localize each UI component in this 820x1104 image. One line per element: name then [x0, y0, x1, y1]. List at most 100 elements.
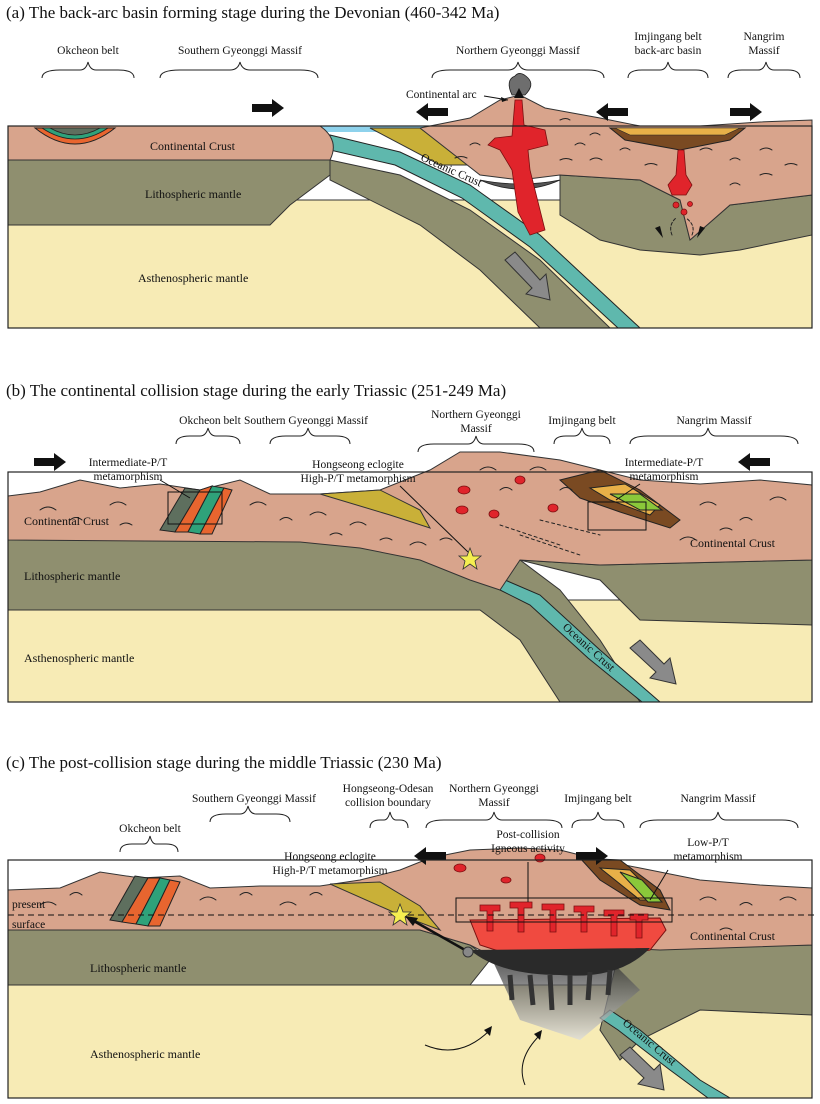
arc-magma [487, 99, 549, 236]
panel-c-title: (c) The post-collision stage during the … [6, 753, 441, 772]
eclogite-star [457, 546, 483, 570]
label-intermediate-left-2: metamorphism [94, 471, 163, 483]
divergence-arrow [697, 226, 705, 238]
label-intermediate-right-2: metamorphism [630, 471, 699, 483]
exhumation-arrowhead [405, 916, 418, 926]
magma-pocket [534, 853, 546, 863]
leader-line [615, 483, 641, 501]
plate-arrow-right [34, 453, 66, 471]
label-hongseong-1: Hongseong eclogite [312, 459, 404, 471]
label-intermediate-left-1: Intermediate-P/T [89, 457, 168, 469]
magma-pocket [455, 505, 469, 515]
melt-feeders [507, 969, 613, 1011]
label-southern: Southern Gyeonggi Massif [192, 793, 316, 805]
back-arc-sediment [614, 127, 741, 136]
subduction-arrow [504, 251, 551, 301]
plate-arrow-left [416, 103, 448, 121]
subduction-arrow [619, 1046, 665, 1091]
region-braces [119, 805, 799, 853]
underplate [470, 948, 650, 976]
hongseong-wedge [319, 489, 432, 529]
exhumation-source [462, 946, 474, 958]
label-hongseong-odesan-2: collision boundary [345, 797, 431, 809]
magma-pocket [453, 863, 467, 873]
label-northern-2: Massif [478, 797, 509, 809]
leader-line [649, 869, 669, 901]
crust-fabric [454, 118, 798, 186]
label-continental-crust: Continental Crust [150, 139, 236, 153]
plate-arrow-right [252, 99, 284, 117]
label-continental-crust: Continental Crust [690, 929, 776, 943]
label-continental-crust-right: Continental Crust [690, 536, 776, 550]
leader-line [399, 485, 469, 553]
inset-box [587, 501, 647, 531]
panel-b-title: (b) The continental collision stage duri… [6, 381, 506, 400]
magma-drop [687, 201, 693, 207]
mantle-flow-arrow [424, 1029, 491, 1051]
plate-arrow-left [596, 103, 628, 121]
plate-arrow-left [738, 453, 770, 471]
subduction-arrow [629, 639, 677, 685]
label-southern: Southern Gyeonggi Massif [244, 415, 368, 427]
magma-drop [672, 201, 680, 209]
label-imjingang: Imjingang belt [564, 793, 632, 805]
backarc-magma [667, 149, 693, 196]
panel-a-frame [7, 125, 813, 329]
panel-c: (c) The post-collision stage during the … [6, 753, 818, 1099]
label-low-pt-1: Low-P/T [687, 837, 729, 849]
igneous-stocks [479, 901, 649, 939]
magma-pocket [514, 475, 526, 485]
leader-line [159, 479, 191, 499]
label-present-1: present [12, 899, 46, 911]
crust-fabric [39, 892, 797, 931]
label-northern: Northern Gyeonggi Massif [456, 45, 580, 57]
inset-box [167, 491, 223, 525]
label-northern-1: Northern Gyeonggi [431, 409, 521, 421]
panel-b: (b) The continental collision stage duri… [6, 381, 813, 703]
label-okcheon: Okcheon belt [57, 45, 119, 57]
label-imjingang: Imjingang belt [548, 415, 616, 427]
magma-drop [680, 208, 688, 216]
panel-a: (a) The back-arc basin forming stage dur… [6, 3, 813, 329]
volcano-cone [514, 88, 524, 98]
label-nangrim: Nangrim Massif [680, 793, 755, 805]
crust-fabric [39, 466, 787, 556]
flow-arrowhead [534, 1030, 542, 1040]
mantle-flow-arrow [521, 1034, 541, 1086]
label-continental-arc: Continental arc [406, 89, 477, 101]
label-nangrim-2: Massif [748, 45, 779, 57]
label-okcheon: Okcheon belt [119, 823, 181, 835]
label-post-collision-2: Igneous activity [491, 843, 565, 855]
okcheon-layer [199, 487, 233, 535]
label-northern-2: Massif [460, 423, 491, 435]
inset-box [455, 897, 673, 923]
label-hongseong-odesan-1: Hongseong-Odesan [343, 783, 434, 795]
label-post-collision-1: Post-collision [496, 829, 560, 841]
label-asthenospheric-mantle: Asthenospheric mantle [90, 1047, 200, 1061]
label-lithospheric-mantle: Lithospheric mantle [24, 569, 120, 583]
label-hongseong-2: High-P/T metamorphism [300, 473, 415, 485]
region-braces [175, 427, 799, 453]
label-hongseong-2: High-P/T metamorphism [272, 865, 387, 877]
panel-a-title: (a) The back-arc basin forming stage dur… [6, 3, 499, 22]
plate-arrow-right [730, 103, 762, 121]
label-imjingang-1: Imjingang belt [634, 31, 702, 43]
lithospheric-mantle [7, 929, 491, 986]
exhumation-arrow [411, 918, 466, 952]
panel-b-frame [7, 471, 813, 703]
label-continental-crust-left: Continental Crust [24, 514, 110, 528]
magma-pocket [488, 509, 500, 519]
divergence-arrow [655, 226, 663, 238]
label-nangrim: Nangrim Massif [676, 415, 751, 427]
label-intermediate-right-1: Intermediate-P/T [625, 457, 704, 469]
label-northern-1: Northern Gyeonggi [449, 783, 539, 795]
okcheon-basin-core [48, 127, 102, 136]
magma-pocket [547, 503, 559, 513]
label-lithospheric-mantle: Lithospheric mantle [145, 187, 241, 201]
label-okcheon: Okcheon belt [179, 415, 241, 427]
label-hongseong-1: Hongseong eclogite [284, 851, 376, 863]
label-lithospheric-mantle: Lithospheric mantle [90, 961, 186, 975]
label-imjingang-2: back-arc basin [635, 45, 702, 57]
magma-pocket [457, 485, 471, 495]
